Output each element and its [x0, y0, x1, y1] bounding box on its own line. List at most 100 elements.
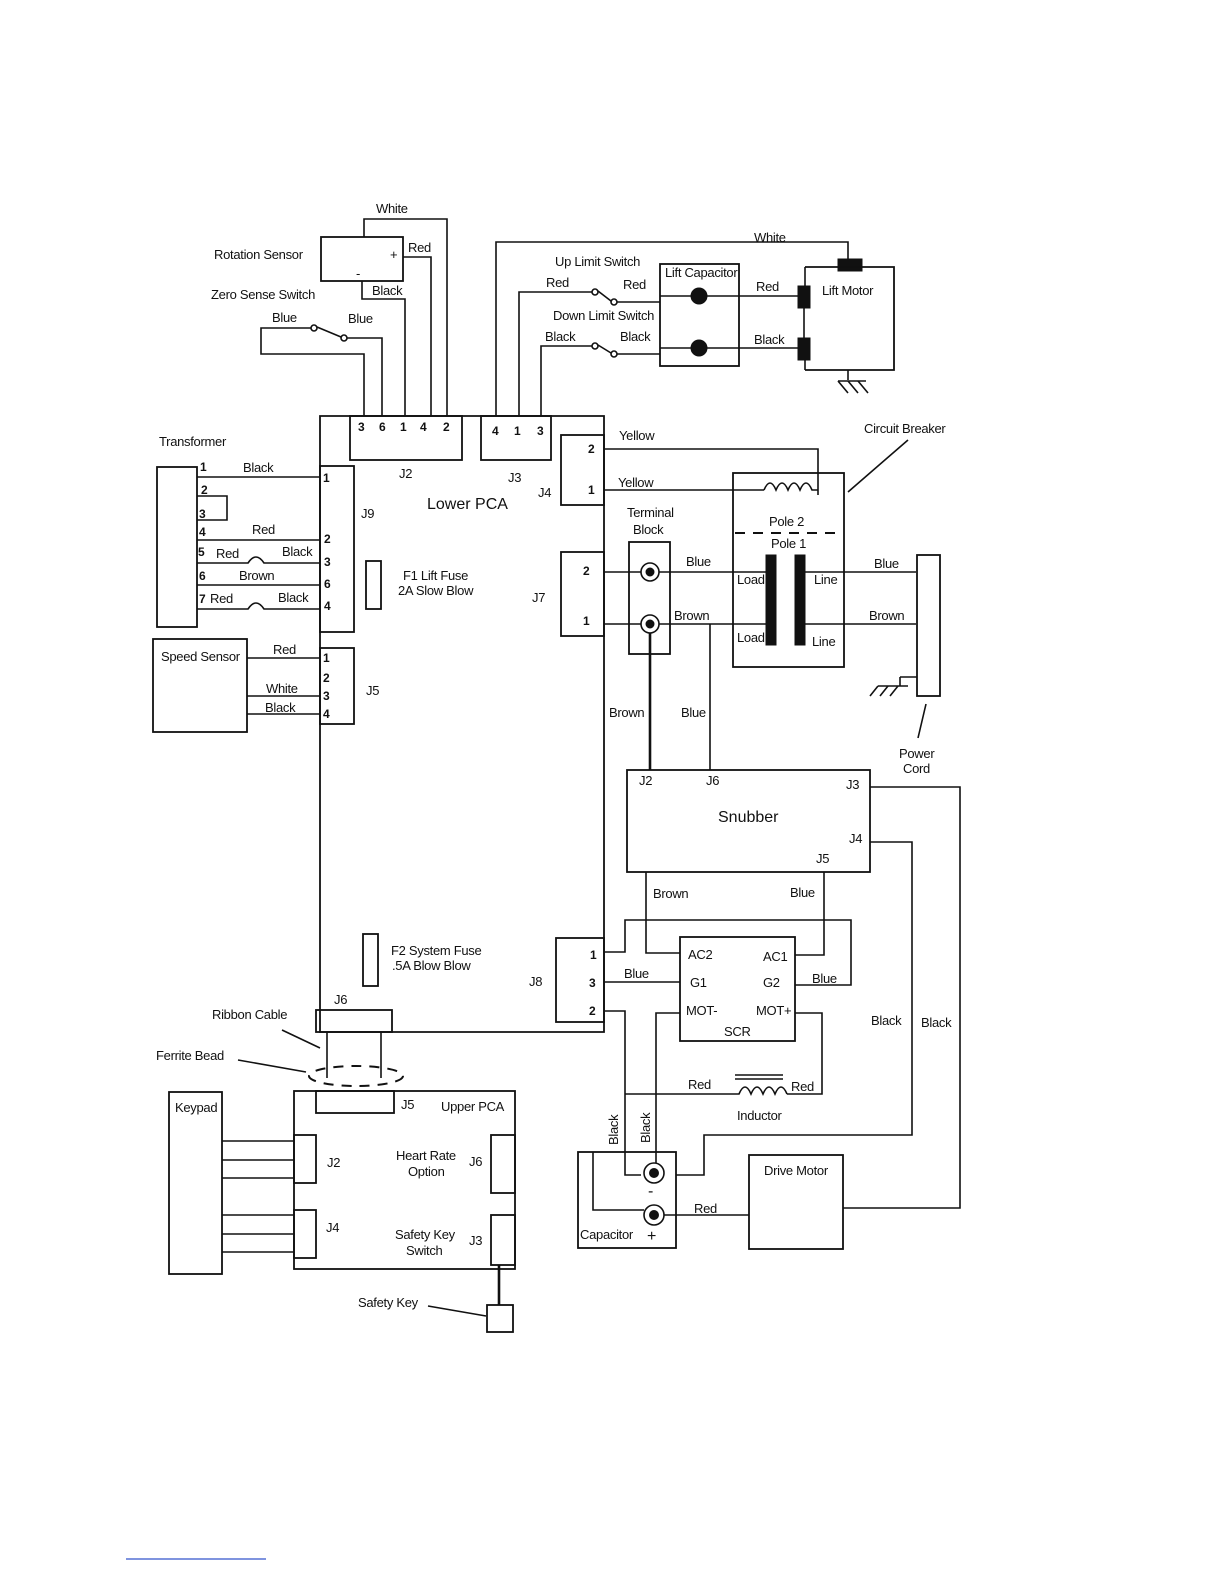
- upper-pca-j4: J4: [326, 1220, 339, 1235]
- rotation-sensor-plus: +: [390, 247, 397, 262]
- wire-label-brown: Brown: [869, 608, 904, 623]
- pin: 2: [323, 671, 330, 685]
- wire-label-blue: Blue: [790, 885, 815, 900]
- circuit-breaker: Circuit Breaker Pole 2 Pole 1 Load Line …: [732, 421, 947, 668]
- keypad: Keypad: [168, 1091, 294, 1275]
- breaker-load-label: Load: [737, 630, 765, 645]
- pin: 3: [199, 507, 206, 521]
- drive-motor-label: Drive Motor: [764, 1163, 829, 1178]
- breaker-load-label: Load: [737, 572, 765, 587]
- wire-label-blue: Blue: [272, 310, 297, 325]
- pin: 1: [590, 948, 597, 962]
- pin: 3: [589, 976, 596, 990]
- rotation-sensor-minus: -: [356, 266, 360, 281]
- scr: AC2 AC1 G1 G2 MOT- MOT+ SCR: [679, 936, 796, 1042]
- transformer: Transformer 1 2 3 4 5 6 7: [156, 434, 228, 628]
- safety-key-switch-label: Safety Key: [395, 1227, 456, 1242]
- pin: 2: [201, 483, 208, 497]
- pin: 6: [199, 569, 206, 583]
- pin: 4: [323, 707, 330, 721]
- wire-label-brown: Brown: [653, 886, 688, 901]
- wire-label-black: Black: [606, 1114, 621, 1145]
- lift-capacitor-label: Lift Capacitor: [665, 265, 738, 280]
- wire-label-black: Black: [265, 700, 296, 715]
- ferrite-bead: Ferrite Bead: [156, 1048, 404, 1087]
- wire-label-red: Red: [252, 522, 275, 537]
- snubber-label: Snubber: [718, 809, 779, 826]
- connector-j4-label: J4: [538, 485, 551, 500]
- pole1-label: Pole 1: [771, 536, 806, 551]
- connector-j2-label: J2: [399, 466, 412, 481]
- pin: 2: [583, 564, 590, 578]
- pin: 2: [443, 420, 450, 434]
- upper-pca: Upper PCA J5 J2 J4 J6 J3 Heart Rate Opti…: [293, 1090, 516, 1270]
- f1-fuse-label: F1 Lift Fuse: [403, 568, 468, 583]
- wire-label-blue: Blue: [686, 554, 711, 569]
- wire-label-black: Black: [278, 590, 309, 605]
- breaker-line-label: Line: [812, 634, 835, 649]
- scr-ac1: AC1: [763, 949, 787, 964]
- safety-key: Safety Key: [358, 1265, 514, 1333]
- wire-label-white: White: [266, 681, 298, 696]
- connector-j7: 2 1 J7: [532, 551, 605, 637]
- pin: 3: [537, 424, 544, 438]
- power-cord: Power Cord: [899, 554, 941, 776]
- pin: 1: [514, 424, 521, 438]
- terminal-block-label-2: Block: [633, 522, 664, 537]
- pin: 4: [199, 525, 206, 539]
- snubber-j4: J4: [849, 831, 862, 846]
- wire-label-black: Black: [638, 1112, 653, 1143]
- lift-motor: Lift Motor: [797, 266, 895, 371]
- terminal-block-label: Terminal: [627, 505, 674, 520]
- pin: 1: [583, 614, 590, 628]
- pin: 1: [400, 420, 407, 434]
- lower-pca-label: Lower PCA: [427, 496, 508, 513]
- pin: 3: [358, 420, 365, 434]
- capacitor-label: Capacitor: [580, 1227, 634, 1242]
- lift-motor-label: Lift Motor: [822, 283, 874, 298]
- ground-icon: [837, 370, 869, 394]
- upper-pca-j2: J2: [327, 1155, 340, 1170]
- connector-j5-label: J5: [366, 683, 379, 698]
- wire-label-red: Red: [694, 1201, 717, 1216]
- f2-fuse-label: F2 System Fuse: [391, 943, 482, 958]
- scr-label: SCR: [724, 1024, 751, 1039]
- ferrite-bead-label: Ferrite Bead: [156, 1048, 224, 1063]
- power-cord-label-2: Cord: [903, 761, 930, 776]
- rotation-sensor-label: Rotation Sensor: [214, 247, 304, 262]
- pin: 5: [198, 545, 205, 559]
- wire-label-blue: Blue: [348, 311, 373, 326]
- circuit-breaker-label: Circuit Breaker: [864, 421, 946, 436]
- scr-g2: G2: [763, 975, 780, 990]
- wire-label-black: Black: [754, 332, 785, 347]
- wire-label-red: Red: [408, 240, 431, 255]
- connector-j3: 4 1 3 J3: [480, 415, 552, 485]
- speed-sensor: Speed Sensor: [152, 638, 248, 733]
- scr-g1: G1: [690, 975, 707, 990]
- wire-label-brown: Brown: [239, 568, 274, 583]
- snubber: Snubber J2 J6 J3 J4 J5: [626, 769, 871, 873]
- rotation-sensor: Rotation Sensor + -: [214, 236, 404, 282]
- terminal-block: Terminal Block: [627, 505, 674, 655]
- upper-pca-j6: J6: [469, 1154, 482, 1169]
- wire-label-black: Black: [545, 329, 576, 344]
- wire-label-black: Black: [620, 329, 651, 344]
- zero-sense-switch-label: Zero Sense Switch: [211, 287, 315, 302]
- wire-label-brown: Brown: [609, 705, 644, 720]
- wire-label-red: Red: [688, 1077, 711, 1092]
- inductor-label: Inductor: [737, 1108, 783, 1123]
- wire-label-red: Red: [216, 546, 239, 561]
- pin: 1: [323, 471, 330, 485]
- snubber-j3: J3: [846, 777, 859, 792]
- wire-label-black: Black: [282, 544, 313, 559]
- connector-j6-lower: J6: [315, 992, 393, 1033]
- pin: 2: [588, 442, 595, 456]
- down-limit-switch: Down Limit Switch Black Black: [545, 308, 654, 358]
- drive-motor: Drive Motor: [748, 1154, 844, 1250]
- power-cord-label: Power: [899, 746, 935, 761]
- wire-label-yellow: Yellow: [619, 428, 655, 443]
- wire-label-black: Black: [921, 1015, 952, 1030]
- down-limit-switch-label: Down Limit Switch: [553, 308, 654, 323]
- pin: 1: [323, 651, 330, 665]
- connector-j8: 1 3 2 J8: [529, 937, 605, 1023]
